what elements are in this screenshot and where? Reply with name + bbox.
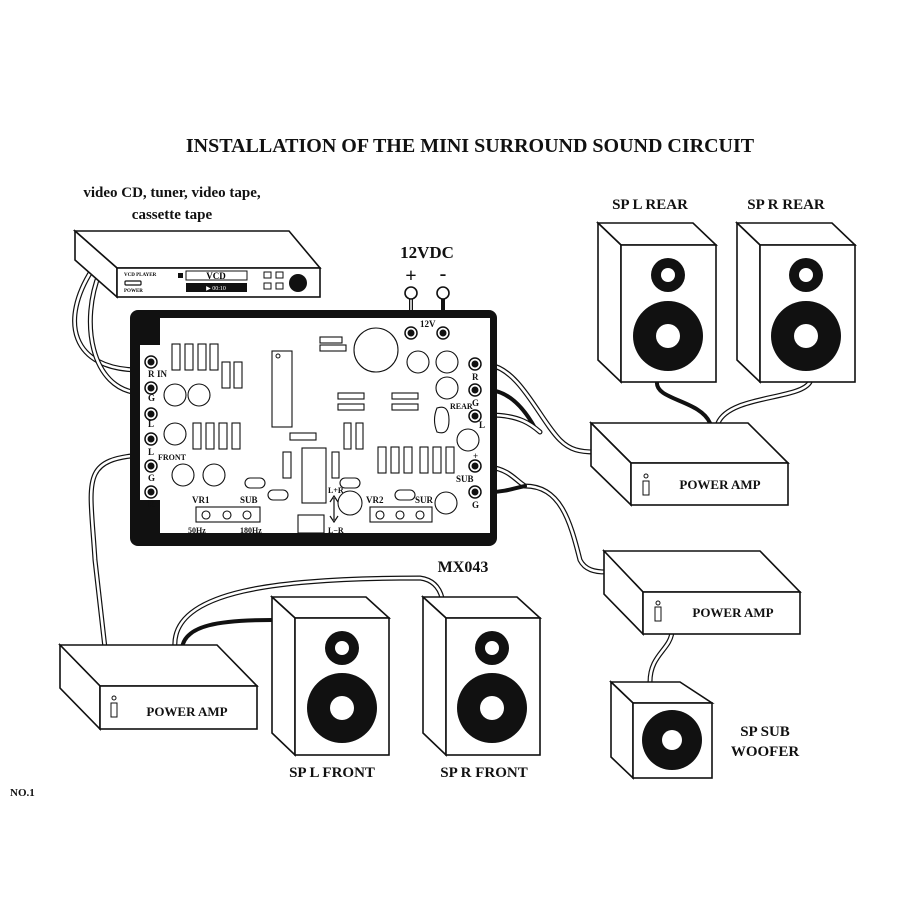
board-model-label: MX043 [438,559,489,576]
plus-terminal [404,286,418,300]
vcd-display-text: VCD [206,271,226,281]
figure-number: NO.1 [10,787,35,799]
power-amp-front: POWER AMP [58,643,259,731]
power-amp-front-label: POWER AMP [146,704,227,719]
resistors [171,336,455,479]
vcd-display [185,270,248,281]
vr2-surround-potentiometer: VR2 SUR [366,495,434,523]
vr2-label: VR2 [366,495,384,505]
ic-chip [271,350,293,428]
board-12v-label: 12V [420,319,436,329]
speaker-r-rear-label: SP R REAR [747,197,825,213]
switch-l-minus-r-label: L−R [328,526,344,535]
power-amp-sub-label: POWER AMP [692,605,773,620]
vr1-label: VR1 [192,495,210,505]
diagram-title: INSTALLATION OF THE MINI SURROUND SOUND … [186,135,755,157]
speaker-l-rear: SP L REAR [596,197,718,384]
speaker-r-front-label: SP R FRONT [440,765,528,781]
rear-output-connector: R G REAR L [450,357,485,430]
sub-label: SUB [456,474,474,484]
vr1-min-label: 50Hz [188,526,206,535]
vr2-sur-label: SUR [415,495,434,505]
vcd-time-display [186,283,247,292]
front-pin-g: G [148,473,155,483]
circuit-board: 12V R IN G L L FRONT G R R G R [130,310,497,546]
switch-l-plus-r-label: L+R [328,486,344,495]
rewind-icon [263,282,272,290]
mode-switch-arrow-icon [329,494,339,524]
input-pin-l: L [148,419,154,429]
rear-pin-r: R [472,372,479,382]
power-switch-icon [642,480,650,496]
power-amp-rear-label: POWER AMP [679,477,760,492]
input-pin-g: G [148,393,155,403]
front-pin-r: R [148,499,155,509]
power-supply-label: 12VDC [400,243,454,262]
speaker-r-front: SP R FRONT [420,595,543,781]
speaker-l-rear-label: SP L REAR [612,197,688,213]
front-pin-l: L [148,447,154,457]
rear-pin-g: G [472,398,479,408]
sub-pin-g: G [472,500,479,510]
power-amp-sub: POWER AMP [602,548,802,636]
capacitors [163,327,480,516]
vr1-sub-potentiometer: VR1 SUB 50Hz 180Hz [188,495,262,535]
vcd-device-label: VCD PLAYER [124,273,157,278]
power-supply: 12VDC + - [400,243,454,300]
power-switch-icon [654,606,662,622]
play-icon [275,271,284,279]
speaker-l-front: SP L FRONT [269,595,392,781]
speaker-r-rear: SP R REAR [735,197,857,384]
source-caption-line1: video CD, tuner, video tape, [83,185,261,201]
vr1-sub-label: SUB [240,495,258,505]
input-pin-r: R [148,369,155,379]
trimmers [244,447,416,534]
power-switch-icon [110,702,118,718]
input-connector: R IN G L [144,355,168,429]
front-label: FRONT [158,453,187,462]
speaker-subwoofer: SP SUB WOOFER [609,680,800,780]
speaker-l-front-label: SP L FRONT [289,765,375,781]
sub-pin-plus: + [473,451,478,461]
vcd-time-text: ▶ 00:10 [206,286,226,292]
input-label: IN [157,369,168,379]
fast-forward-icon [275,282,284,290]
stop-icon [263,271,272,279]
vcd-power-label: POWER [124,289,143,294]
sub-output-connector: + SUB G [456,451,482,510]
subwoofer-label-line1: SP SUB [740,724,790,740]
minus-terminal-label: - [440,263,447,285]
rear-label: REAR [450,402,473,411]
rear-pin-l: L [479,420,485,430]
front-output-connector: L FRONT G R [144,432,187,509]
volume-knob-icon [289,274,307,292]
vr1-max-label: 180Hz [240,526,262,535]
subwoofer-label-line2: WOOFER [731,744,800,760]
vcd-player: video CD, tuner, video tape, cassette ta… [72,185,322,299]
power-amp-rear: POWER AMP [589,421,790,507]
plus-terminal-label: + [405,265,416,287]
vcd-power-button [124,280,142,286]
source-caption-line2: cassette tape [132,207,213,223]
minus-terminal [436,286,450,300]
eject-icon [178,273,183,278]
